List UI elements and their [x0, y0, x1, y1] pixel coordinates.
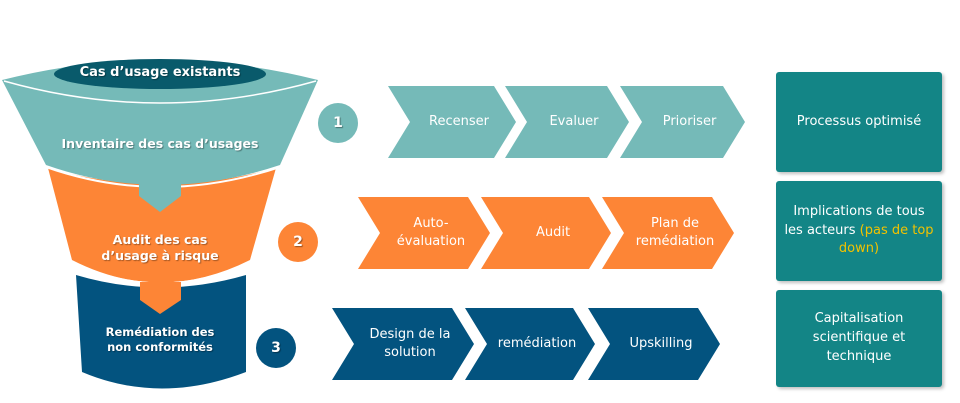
step-3-number: 3	[271, 340, 281, 356]
outcome-3-text: Capitalisation scientifique et technique	[812, 311, 906, 364]
chevron-label-line1: Design de la	[369, 327, 451, 343]
funnel-stage-audit-line2: d’usage à risque	[101, 248, 219, 264]
chevron-step-2-3: Plan de remédiation	[602, 197, 734, 269]
chevron-step-1-2: Evaluer	[505, 86, 629, 158]
chevron-shape	[588, 308, 720, 380]
funnel-stage-remediation-line2: non conformités	[107, 339, 213, 354]
chevron-shape	[481, 197, 611, 269]
chevron-label: Evaluer	[505, 86, 629, 158]
funnel-stage-audit	[48, 168, 276, 283]
funnel-stage-inventaire-label: Inventaire des cas d’usages	[61, 136, 259, 151]
outcome-2-highlight: (pas de top down)	[838, 222, 934, 257]
chevron-step-3-1: Design de la solution	[332, 308, 474, 380]
chevron-label: Recenser	[388, 86, 516, 158]
chevron-label: Design de la solution	[332, 308, 474, 380]
chevron-label-line1: Plan de	[650, 216, 700, 232]
chevron-shape	[505, 86, 629, 158]
chevron-label-line2: remédiation	[635, 234, 715, 249]
chevron-label-line1: Recenser	[429, 114, 489, 130]
chevron-label: Auto-évaluation	[358, 197, 490, 269]
chevron-step-1-3: Prioriser	[620, 86, 745, 158]
chevron-step-2-2: Audit	[481, 197, 611, 269]
outcome-processus-optimise: Processus optimisé	[776, 72, 942, 172]
funnel-top-ellipse	[54, 59, 266, 89]
funnel-arrow-audit	[140, 282, 181, 314]
outcome-capitalisation: Capitalisation scientifique et technique	[776, 290, 942, 387]
chevron-label: Upskilling	[588, 308, 720, 380]
chevron-shape	[388, 86, 516, 158]
funnel-stage-remediation	[76, 275, 246, 389]
chevron-step-1-1: Recenser	[388, 86, 516, 158]
chevron-shape	[465, 308, 595, 380]
chevron-label-line1: Upskilling	[629, 336, 693, 352]
chevron-label-line2: évaluation	[396, 234, 466, 249]
chevron-step-3-2: remédiation	[465, 308, 595, 380]
chevron-shape	[602, 197, 734, 269]
funnel-top-label: Cas d’usage existants	[79, 65, 241, 80]
outcome-2-text: Implications de tous les acteurs	[784, 203, 925, 238]
step-1-number: 1	[333, 115, 343, 131]
funnel-stage-remediation-line1: Remédiation des	[105, 325, 215, 339]
step-2-number: 2	[293, 234, 303, 250]
funnel-stage-inventaire	[2, 60, 318, 185]
chevron-step-2-1: Auto-évaluation	[358, 197, 490, 269]
funnel-arrow-inventaire	[139, 180, 181, 212]
funnel-stage-audit-line1: Audit des cas	[112, 232, 208, 247]
chevron-label: remédiation	[465, 308, 595, 380]
chevron-label-line1: Audit	[535, 225, 571, 241]
chevron-label-line1: Auto-	[413, 216, 449, 232]
step-1-circle: 1	[318, 103, 358, 143]
chevron-label-line1: Prioriser	[662, 114, 717, 130]
funnel-stage-audit-label: Audit des cas d’usage à risque	[60, 232, 260, 265]
chevron-label: Audit	[481, 197, 611, 269]
outcome-implications-acteurs: Implications de tous les acteurs (pas de…	[776, 181, 942, 281]
step-2-circle: 2	[278, 222, 318, 262]
chevron-shape	[358, 197, 490, 269]
funnel-stage-remediation-label: Remédiation des non conformités	[60, 325, 260, 355]
chevron-step-3-3: Upskilling	[588, 308, 720, 380]
chevron-label: Plan de remédiation	[602, 197, 734, 269]
chevron-shape	[620, 86, 745, 158]
step-3-circle: 3	[256, 328, 296, 368]
chevron-label-line1: Evaluer	[549, 114, 599, 130]
chevron-label-line2: solution	[384, 345, 436, 360]
chevron-shape	[332, 308, 474, 380]
funnel-diagram	[2, 59, 318, 389]
chevron-label-line1: remédiation	[497, 336, 577, 352]
outcome-1-text: Processus optimisé	[796, 113, 922, 129]
chevron-label: Prioriser	[620, 86, 745, 158]
